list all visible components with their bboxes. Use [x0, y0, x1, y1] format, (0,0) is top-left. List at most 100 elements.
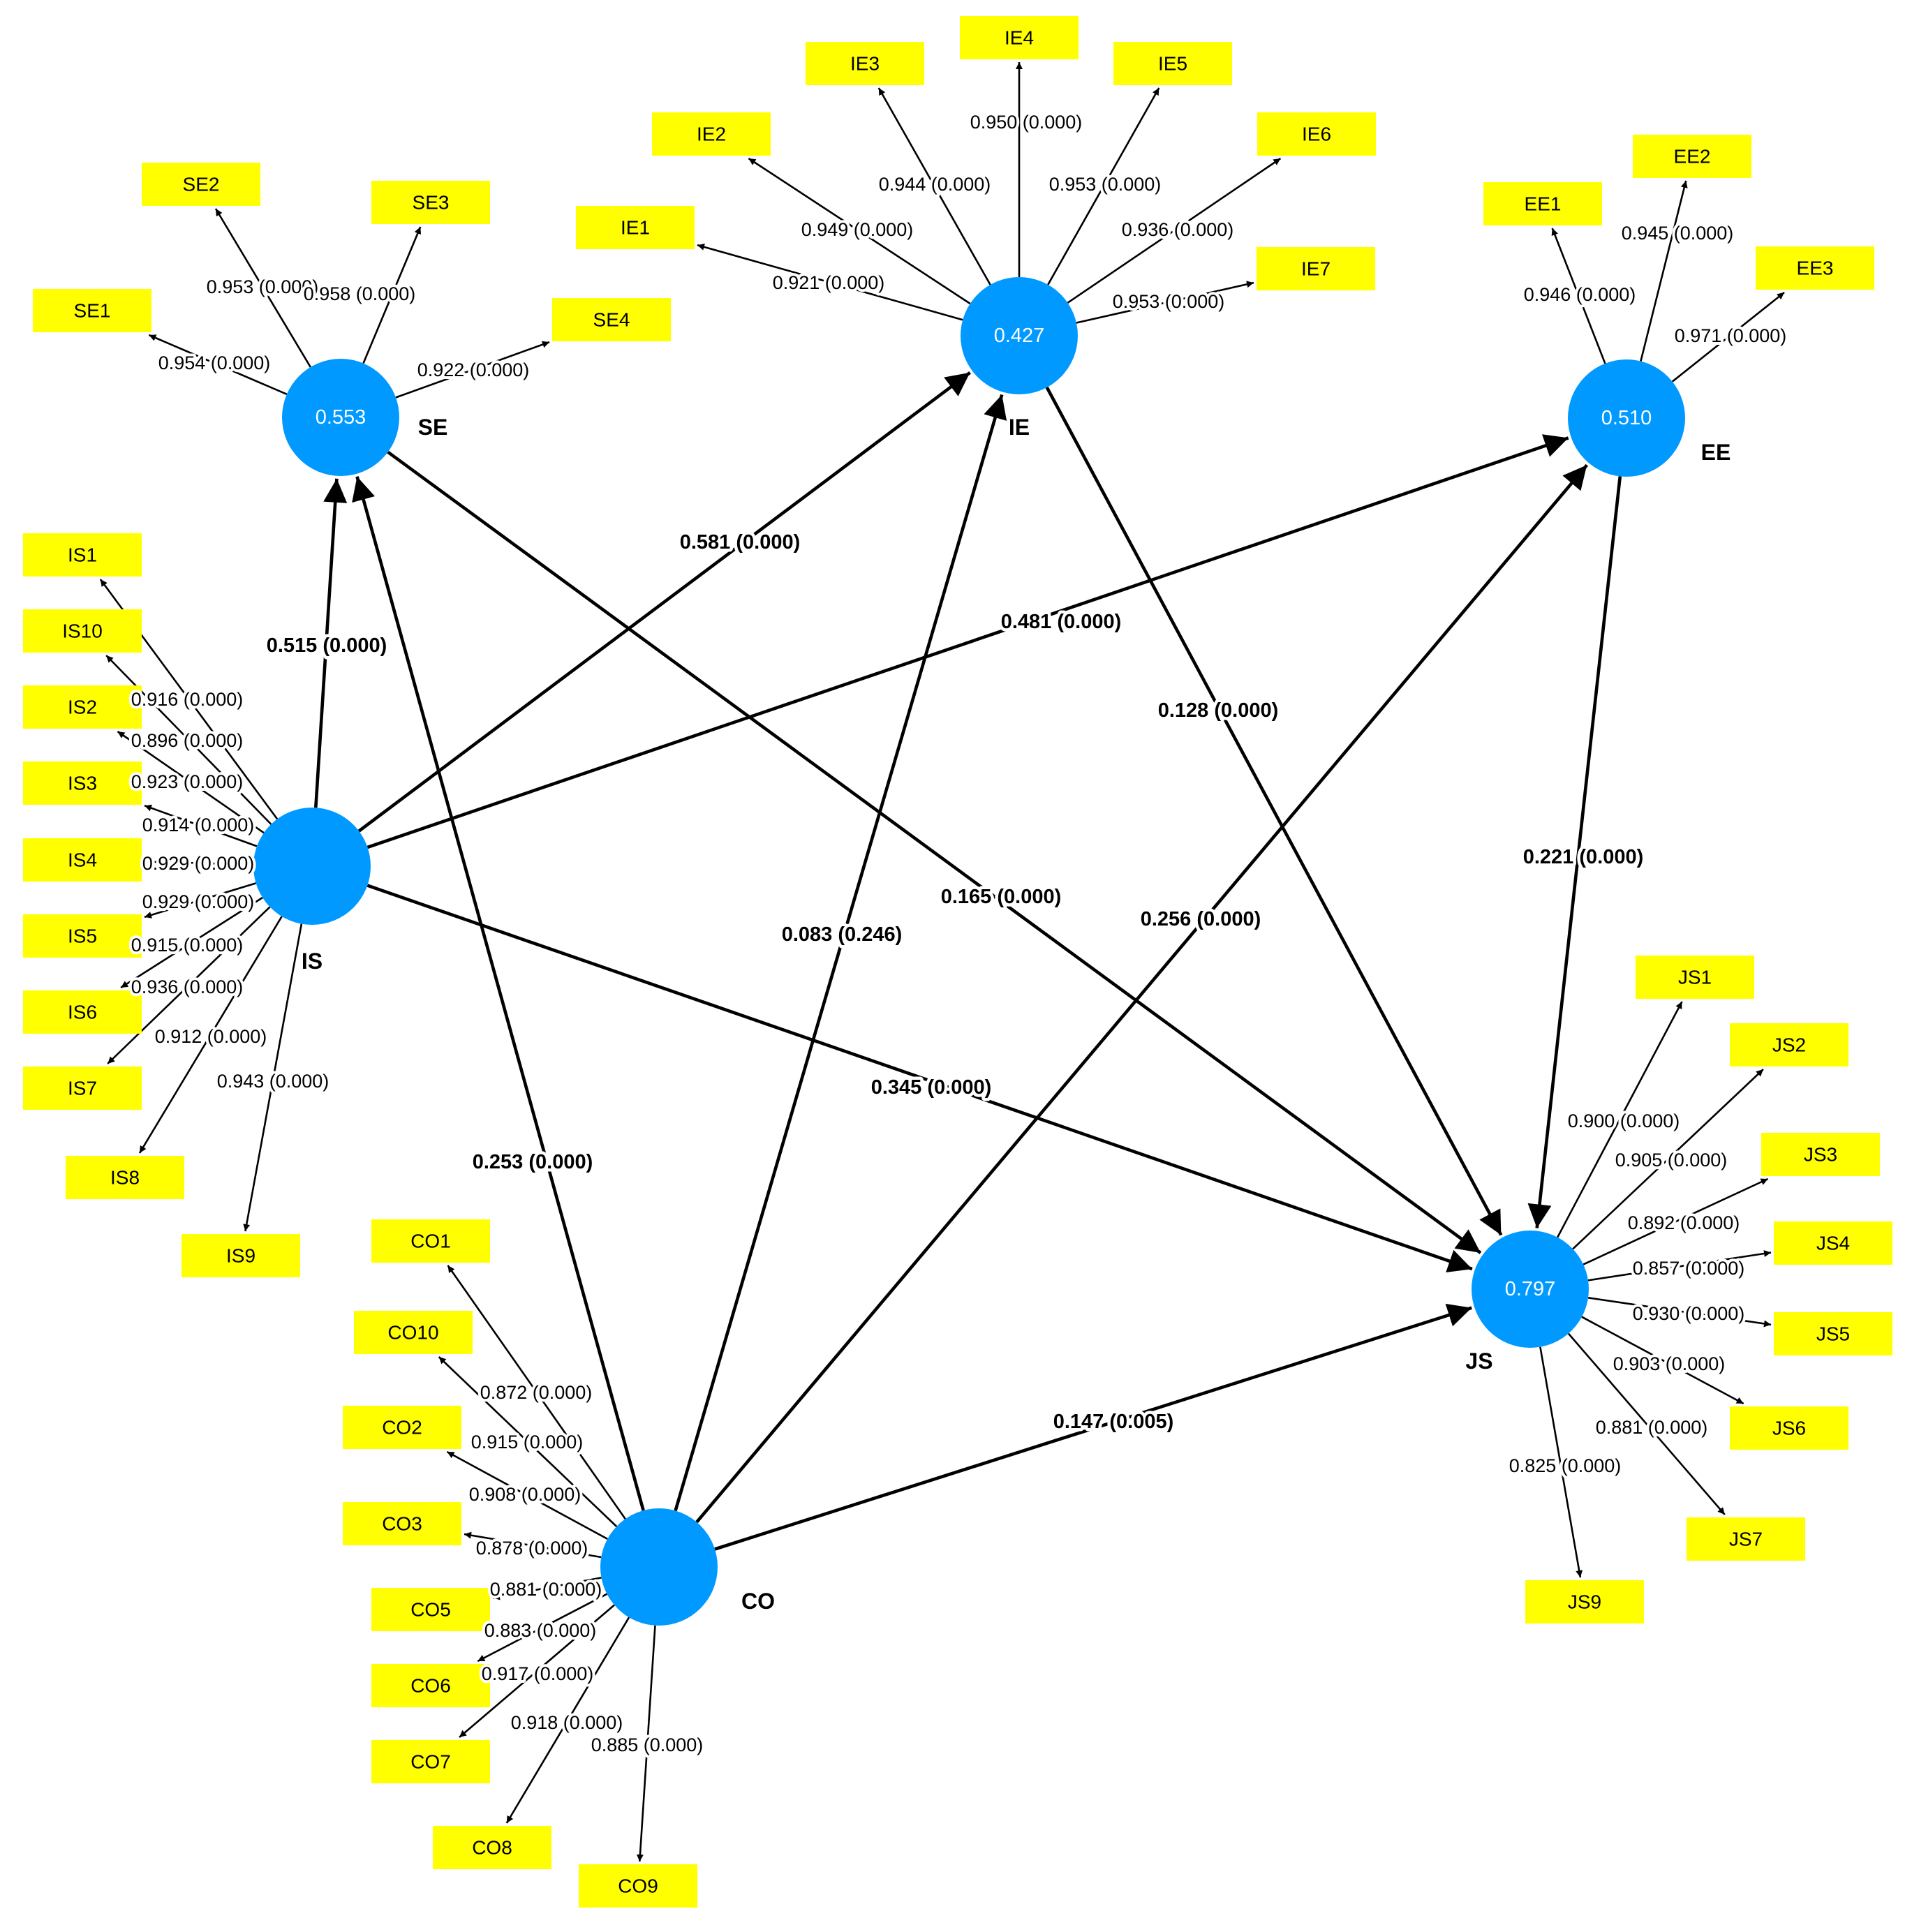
indicator-box-is9 [181, 1234, 300, 1277]
loading-arrow-se1 [148, 334, 288, 395]
indicator-box-ie6 [1257, 112, 1376, 156]
loading-arrow-js1 [1557, 1001, 1683, 1238]
loading-arrow-co6 [477, 1593, 608, 1663]
latent-name-is: IS [302, 949, 323, 974]
indicator-box-js2 [1730, 1023, 1848, 1067]
indicator-box-is8 [66, 1156, 184, 1199]
indicator-label-co5: CO5 [410, 1599, 451, 1621]
indicator-label-se2: SE2 [183, 174, 220, 195]
structural-path-arrows [314, 371, 1622, 1551]
path-coefficient-ie-to-js: 0.128 (0.000) [1158, 699, 1279, 722]
loading-arrow-co8 [505, 1617, 630, 1824]
loading-arrow-is4 [144, 858, 254, 865]
loading-arrow-ie7 [1076, 281, 1254, 324]
path-arrow-is-to-js [366, 884, 1473, 1273]
indicator-box-ee2 [1633, 135, 1751, 178]
loading-arrow-co3 [464, 1531, 602, 1559]
loading-label-ee1: 0.946 (0.000) [1524, 284, 1636, 305]
path-coefficient-is-to-js: 0.345 (0.000) [871, 1076, 992, 1099]
loading-arrow-se4 [395, 341, 550, 399]
path-coefficient-co-to-ee: 0.256 (0.000) [1141, 908, 1261, 930]
loading-arrow-co5 [492, 1577, 602, 1600]
loading-arrow-is9 [243, 923, 303, 1232]
loading-label-ie1: 0.921 (0.000) [773, 272, 885, 293]
path-arrow-is-to-ee [366, 434, 1569, 849]
loading-label-is3: 0.914 (0.000) [142, 815, 255, 835]
indicator-label-co8: CO8 [472, 1837, 512, 1859]
indicator-box-ie1 [576, 206, 695, 249]
latent-r-squared-ee: 0.510 [1601, 407, 1652, 429]
loading-label-co6: 0.883 (0.000) [484, 1620, 597, 1641]
indicator-box-se2 [142, 163, 260, 206]
loading-label-co1: 0.872 (0.000) [480, 1382, 593, 1403]
loading-label-se1: 0.954 (0.000) [158, 352, 271, 373]
indicator-box-co7 [371, 1740, 490, 1783]
indicator-box-is6 [23, 990, 142, 1034]
loading-arrow-co1 [447, 1265, 626, 1519]
indicator-label-is3: IS3 [68, 773, 97, 794]
coefficient-labels: 0.954 (0.000)0.953 (0.000)0.958 (0.000)0… [128, 109, 1790, 1758]
indicator-label-ie1: IE1 [621, 217, 650, 239]
indicator-box-js9 [1525, 1580, 1644, 1623]
latent-circle-is [253, 808, 371, 925]
path-arrow-ie-to-js [1045, 386, 1503, 1236]
loading-arrows [99, 62, 1785, 1862]
loading-label-ie4: 0.950 (0.000) [970, 112, 1083, 133]
indicator-label-ie2: IE2 [697, 124, 726, 145]
indicator-box-is5 [23, 914, 142, 958]
loading-arrow-co2 [446, 1450, 608, 1540]
loading-label-ee3: 0.971 (0.000) [1675, 325, 1787, 346]
loading-label-ie5: 0.953 (0.000) [1049, 174, 1162, 195]
loading-arrow-js6 [1581, 1316, 1744, 1405]
indicator-box-ie5 [1113, 42, 1232, 85]
indicator-box-is3 [23, 761, 142, 805]
loading-arrow-is6 [120, 896, 263, 989]
indicator-box-co6 [371, 1664, 490, 1707]
latent-name-se: SE [418, 415, 448, 440]
indicator-box-js4 [1774, 1221, 1892, 1265]
loading-arrow-is10 [105, 655, 272, 825]
loading-label-ie3: 0.944 (0.000) [879, 174, 991, 195]
loading-label-ie2: 0.949 (0.000) [801, 219, 914, 240]
indicator-box-co8 [433, 1826, 551, 1869]
latent-circle-ie [961, 277, 1078, 394]
loading-label-js3: 0.892 (0.000) [1628, 1212, 1740, 1233]
loading-arrow-js5 [1587, 1297, 1772, 1328]
latent-circle-se [282, 359, 399, 476]
loading-arrow-ie3 [877, 87, 991, 285]
indicator-label-co1: CO1 [410, 1231, 451, 1252]
indicator-box-ie3 [806, 42, 924, 85]
path-arrow-co-to-ie [674, 394, 1007, 1512]
loading-label-js5: 0.930 (0.000) [1633, 1303, 1745, 1324]
path-coefficient-ee-to-js: 0.221 (0.000) [1523, 846, 1644, 868]
indicator-label-js5: JS5 [1816, 1323, 1850, 1345]
indicator-box-ie4 [960, 16, 1079, 59]
indicator-label-js3: JS3 [1804, 1144, 1837, 1166]
indicator-label-co2: CO2 [382, 1417, 422, 1439]
indicator-box-ie7 [1257, 247, 1375, 290]
indicator-label-js1: JS1 [1678, 967, 1712, 988]
indicator-label-se1: SE1 [74, 300, 111, 322]
indicator-box-is7 [23, 1067, 142, 1110]
path-coefficient-co-to-ie: 0.083 (0.246) [782, 923, 903, 946]
loading-label-js4: 0.857 (0.000) [1633, 1258, 1745, 1279]
loading-arrow-co7 [459, 1604, 615, 1738]
indicator-box-js7 [1687, 1517, 1805, 1561]
indicator-box-co10 [354, 1311, 473, 1354]
loading-arrow-js9 [1539, 1346, 1583, 1578]
loading-label-js9: 0.825 (0.000) [1509, 1455, 1622, 1476]
indicator-label-co10: CO10 [387, 1322, 438, 1344]
loading-arrow-ie5 [1047, 87, 1160, 285]
latent-name-ee: EE [1701, 440, 1731, 465]
loading-arrow-js3 [1583, 1177, 1769, 1265]
indicator-label-is1: IS1 [68, 544, 97, 566]
path-coefficient-is-to-se: 0.515 (0.000) [267, 634, 387, 657]
indicator-label-is8: IS8 [110, 1167, 140, 1189]
latent-circle-js [1472, 1231, 1589, 1348]
indicator-label-co3: CO3 [382, 1513, 422, 1535]
loading-label-ie6: 0.936 (0.000) [1122, 219, 1234, 240]
indicator-label-co7: CO7 [410, 1751, 451, 1773]
indicator-box-is10 [23, 609, 142, 653]
path-arrow-co-to-js [714, 1303, 1472, 1551]
